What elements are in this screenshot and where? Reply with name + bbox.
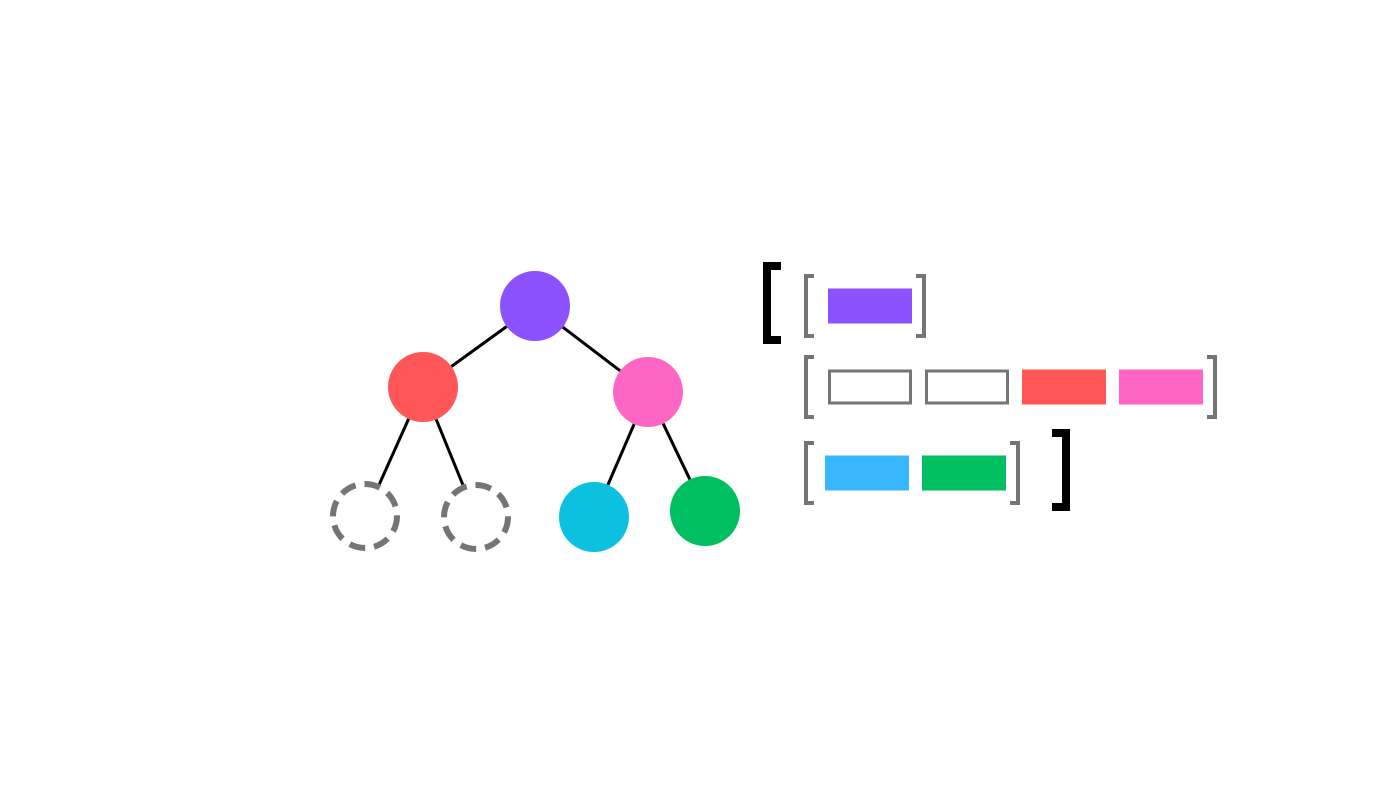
outer-left-bracket — [763, 262, 781, 344]
tree-node-left-left-empty — [330, 481, 400, 551]
tree-edge-left-to-left-right — [434, 418, 465, 486]
row-1-cell-1 — [828, 288, 912, 324]
tree-node-left-right-empty — [441, 482, 511, 552]
tree-node-left — [388, 352, 458, 422]
tree-node-right-left — [559, 482, 629, 552]
row-3-cell-1 — [825, 455, 909, 491]
tree-edge-right-to-right-right — [661, 422, 692, 481]
row-1-left-bracket — [804, 274, 814, 338]
row-3-left-bracket — [804, 441, 814, 505]
tree-node-root — [500, 271, 570, 341]
tree-edge-root-to-right — [561, 326, 622, 372]
row-2-cell-1-empty — [828, 369, 912, 405]
tree-node-right — [613, 357, 683, 427]
tree-edge-root-to-left — [450, 325, 508, 368]
nested-array — [763, 262, 1217, 511]
tree-edge-left-to-left-left — [377, 418, 411, 485]
row-2-left-bracket — [804, 355, 814, 419]
row-2-cell-4 — [1119, 369, 1203, 405]
tree-edges — [377, 325, 692, 486]
row-1-right-bracket — [916, 274, 926, 338]
tree-edge-right-to-right-left — [606, 423, 636, 486]
row-2-cell-2-empty — [925, 369, 1009, 405]
row-2-right-bracket — [1207, 355, 1217, 419]
row-3-cell-2 — [922, 455, 1006, 491]
tree-nodes — [330, 271, 740, 552]
outer-right-bracket — [1052, 429, 1070, 511]
row-3-right-bracket — [1010, 441, 1020, 505]
row-2-cell-3 — [1022, 369, 1106, 405]
tree-node-right-right — [670, 476, 740, 546]
